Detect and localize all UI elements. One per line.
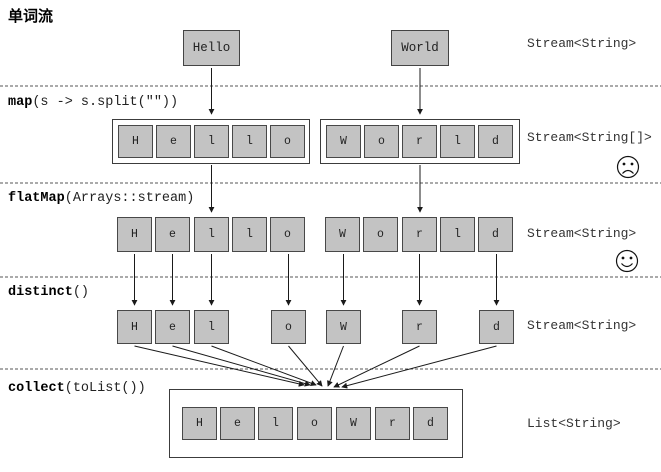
operation-args: () — [72, 285, 90, 300]
letter-cell: H — [117, 310, 152, 344]
letter-cell: l — [194, 310, 229, 344]
type-label-stream-string-3: Stream<String> — [527, 318, 637, 333]
letter-cell: r — [402, 125, 437, 158]
smiley-face-icon — [615, 249, 639, 273]
operation-args: (Arrays::stream) — [64, 191, 195, 206]
type-label-stream-string-array: Stream<String[]> — [527, 130, 652, 145]
letter-cell: W — [326, 125, 361, 158]
collect-arrows — [134, 345, 497, 389]
letter-cell: o — [270, 217, 305, 252]
letter-cell: e — [156, 125, 191, 158]
letter-cell: l — [232, 125, 267, 158]
letter-cell: o — [363, 217, 398, 252]
letter-cell: e — [155, 310, 190, 344]
diagram-title: 单词流 — [8, 8, 54, 25]
operation-label-flatmap: flatMap(Arrays::stream) — [8, 191, 194, 206]
operation-args: (s -> s.split("")) — [32, 95, 179, 110]
operation-name: map — [8, 95, 33, 110]
flatmap-arrows — [208, 165, 423, 213]
letter-cell: e — [155, 217, 190, 252]
letter-cell: W — [326, 310, 361, 344]
letter-cell: W — [336, 407, 371, 440]
letter-cell: o — [364, 125, 399, 158]
operation-label-distinct: distinct() — [8, 285, 89, 300]
letter-cell: d — [478, 217, 513, 252]
operation-name: flatMap — [8, 191, 65, 206]
letter-cell: e — [220, 407, 255, 440]
letter-cell: l — [440, 217, 475, 252]
letter-cell: l — [232, 217, 267, 252]
letter-cell: d — [478, 125, 513, 158]
sad-face-icon — [616, 155, 640, 179]
letter-cell: d — [413, 407, 448, 440]
operation-label-collect: collect(toList()) — [8, 381, 146, 396]
letter-cell: o — [270, 125, 305, 158]
letter-cell: d — [479, 310, 514, 344]
distinct-arrows — [131, 254, 500, 306]
letter-cell: l — [194, 217, 229, 252]
word-box-world: World — [391, 30, 449, 66]
letter-cell: r — [402, 310, 437, 344]
operation-name: distinct — [8, 285, 73, 300]
operation-label-map: map(s -> s.split("")) — [8, 95, 178, 110]
operation-name: collect — [8, 381, 65, 396]
letter-cell: r — [402, 217, 437, 252]
letter-cell: o — [271, 310, 306, 344]
letter-cell: H — [117, 217, 152, 252]
type-label-stream-string-1: Stream<String> — [527, 36, 637, 51]
letter-cell: H — [182, 407, 217, 440]
letter-cell: W — [325, 217, 360, 252]
type-label-stream-string-2: Stream<String> — [527, 226, 637, 241]
letter-cell: l — [194, 125, 229, 158]
letter-cell: l — [440, 125, 475, 158]
operation-args: (toList()) — [64, 381, 146, 396]
letter-cell: l — [258, 407, 293, 440]
letter-cell: r — [375, 407, 410, 440]
type-label-list-string: List<String> — [527, 416, 621, 431]
word-box-hello: Hello — [183, 30, 240, 66]
letter-cell: H — [118, 125, 153, 158]
map-arrows — [208, 68, 423, 115]
letter-cell: o — [297, 407, 332, 440]
